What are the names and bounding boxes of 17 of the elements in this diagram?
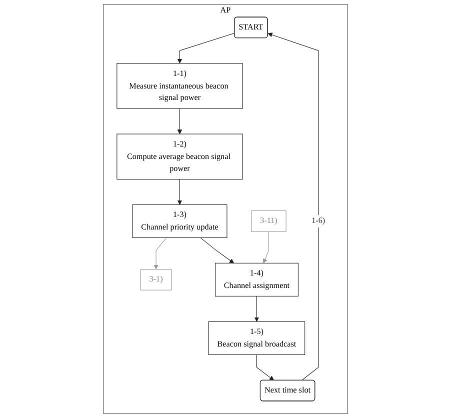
arrow xyxy=(200,237,234,264)
node-box: 1-4) Channel assignment xyxy=(214,262,298,296)
arrow xyxy=(177,32,235,64)
arrow xyxy=(177,178,182,205)
node-box: 1-5) Beacon signal broadcast xyxy=(208,321,306,355)
arrow xyxy=(262,231,269,264)
arrow xyxy=(268,32,319,381)
node-box: 3-11) xyxy=(251,210,286,232)
arrow xyxy=(154,237,167,270)
arrow xyxy=(177,108,182,134)
arrow xyxy=(256,354,274,381)
edge-label: 1-6) xyxy=(312,216,326,226)
arrow xyxy=(254,296,260,322)
node-box: 1-3) Channel priority update xyxy=(132,204,228,238)
node-box: 3-1) xyxy=(140,268,172,290)
node-box: 1-1) Measure instantaneous beacon signal power xyxy=(116,63,243,109)
node-box: 1-2) Compute average beacon signal power xyxy=(116,134,243,180)
